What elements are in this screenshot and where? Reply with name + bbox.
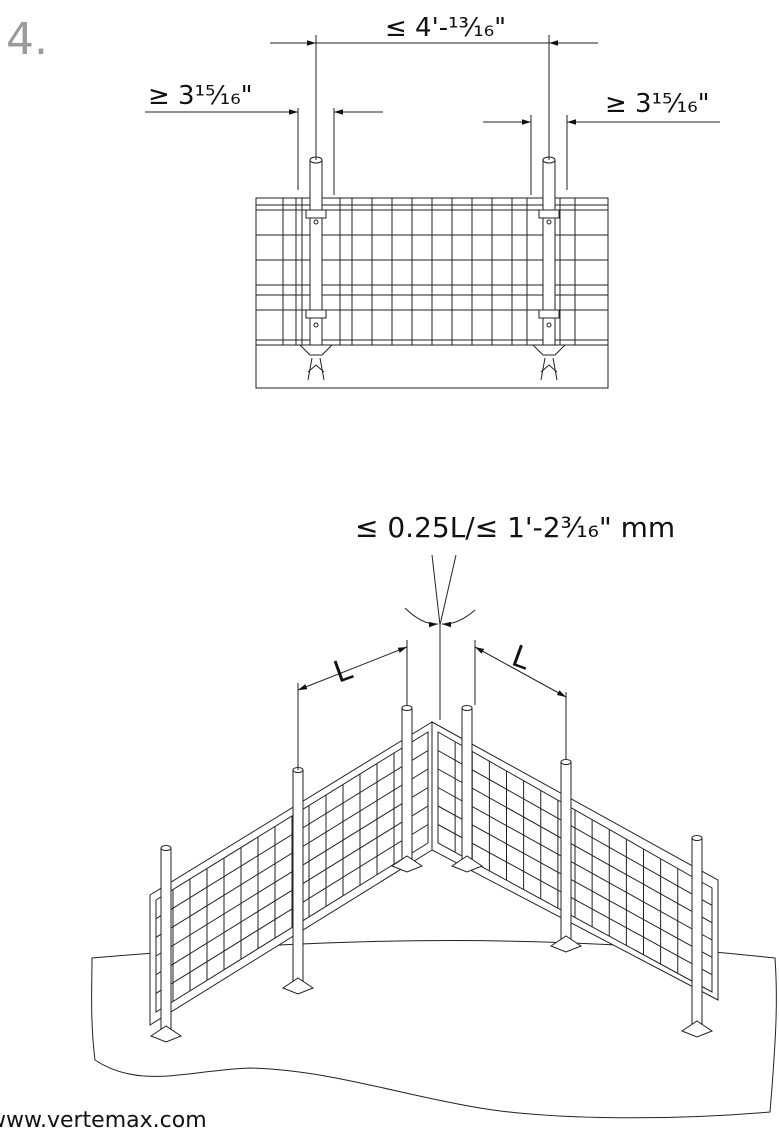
top-view: [145, 35, 720, 389]
mesh-bar: [155, 750, 429, 920]
fence-post: [549, 759, 583, 953]
corner-view: [91, 554, 777, 1119]
mesh-bar: [155, 768, 429, 938]
mesh-bar: [437, 750, 713, 906]
left-fence-panel: [149, 721, 433, 1026]
mesh-bar: [437, 805, 713, 958]
fence-post: [680, 835, 714, 1038]
spacing-dimension-label: ≤ 4'-¹³⁄₁₆": [385, 13, 506, 43]
angle-dimension-label: ≤ 0.25L/≤ 1'-2³⁄₁₆" mm: [355, 511, 675, 544]
mesh-bar: [155, 787, 429, 957]
fence-post: [390, 705, 424, 873]
website-footer: www.vertemax.com: [0, 1108, 207, 1133]
mesh-bar: [437, 768, 713, 924]
fence-post: [450, 705, 484, 873]
mesh-bar: [155, 824, 429, 994]
top-left-post: [298, 156, 334, 381]
right-offset-dimension-label: ≥ 3¹⁵⁄₁₆": [605, 89, 710, 119]
corner-posts: [149, 705, 714, 1043]
mesh-bar: [437, 787, 713, 941]
right-length-label: L: [507, 639, 535, 678]
mesh-bar: [155, 805, 429, 976]
fence-post: [149, 845, 183, 1043]
left-length-label: L: [329, 652, 357, 691]
top-mesh-verticals: [282, 198, 576, 345]
mesh-bar: [437, 824, 713, 976]
step-number: 4.: [6, 14, 48, 65]
left-offset-dimension-label: ≥ 3¹⁵⁄₁₆": [148, 81, 253, 111]
